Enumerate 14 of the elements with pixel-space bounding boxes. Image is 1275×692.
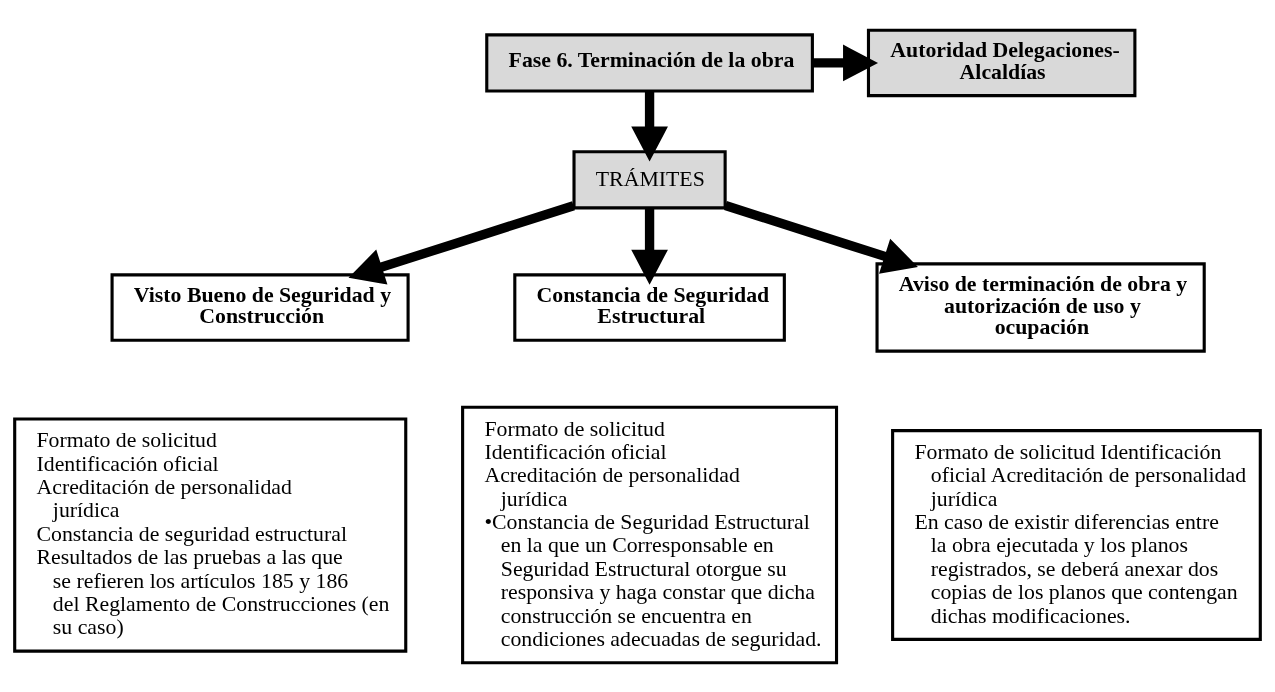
- node-box: Autoridad Delegaciones-Alcaldías: [866, 28, 1137, 97]
- node-box: Constancia de Seguridad Estructural: [513, 272, 786, 342]
- node-box: Visto Bueno de Seguridad y Construcción: [110, 272, 410, 342]
- node-box: Fase 6. Terminación de la obra: [485, 32, 814, 93]
- arrow: [348, 200, 575, 285]
- node-box: Aviso de terminación de obra y autorización de uso y ocupación: [875, 261, 1206, 353]
- node-box: Formato de solicitud Identificación oficial Acreditación de personalidad jurídica •Constancia de Seguridad Estructural en la que un Corresponsable en Seguridad Estructural otorgue su responsiva y haga constar que dicha construcción se encuentra en condiciones adecuadas de seguridad.: [461, 405, 839, 664]
- arrow: [631, 207, 668, 285]
- node-box: Formato de solicitud Identificación oficial Acreditación de personalidad jurídica En caso de existir diferencias entre la obra ejecutada y los planos registrados, se deberá anexar dos copias de los planos que contengan dichas modificaciones.: [891, 428, 1262, 641]
- node-box: Formato de solicitud Identificación oficial Acreditación de personalidad jurídica Constancia de seguridad estructural Resultados de las pruebas a las que se refieren los artículos 185 y 186 del Reglamento de Construcciones (en su caso): [13, 416, 408, 653]
- node-box: TRÁMITES: [572, 149, 727, 209]
- arrow: [631, 90, 668, 162]
- arrow: [724, 200, 918, 274]
- arrow: [812, 44, 879, 81]
